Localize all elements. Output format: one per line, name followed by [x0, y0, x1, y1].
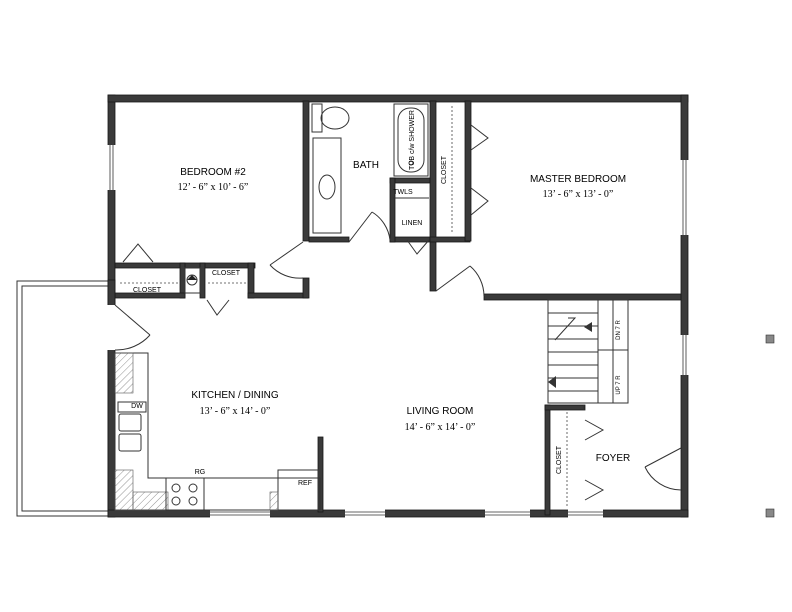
living-name: LIVING ROOM — [407, 406, 474, 417]
labels: BEDROOM #2 12’ - 6” x 10’ - 6” BATH TUB … — [131, 110, 630, 487]
dishwasher — [117, 401, 147, 413]
kitchen-name: KITCHEN / DINING — [191, 390, 278, 401]
stairs-down-label: DN 7 R — [616, 319, 622, 339]
bath-fixtures — [311, 103, 429, 234]
kitchen-size: 13’ - 6” x 14’ - 0” — [200, 406, 271, 417]
tub — [393, 103, 429, 177]
marker — [765, 508, 775, 518]
toilet-icon — [320, 106, 350, 130]
arrow-left-icon — [548, 376, 556, 388]
marker — [765, 334, 775, 344]
sink-icon — [118, 413, 142, 432]
range — [165, 477, 205, 511]
sink-icon — [118, 433, 142, 452]
bath-name: BATH — [353, 160, 379, 171]
doors — [114, 124, 682, 501]
fridge — [277, 469, 319, 511]
arrow-left-icon — [584, 322, 592, 332]
bedroom2-name: BEDROOM #2 — [180, 167, 246, 178]
interior-walls — [107, 100, 682, 516]
kitchen-counters — [114, 352, 321, 511]
stairs-up-label: UP 7 R — [616, 375, 622, 395]
dishwasher-label: DW — [131, 403, 143, 410]
tub-label: TUB c/w SHOWER — [409, 110, 416, 170]
linen-label: LINEN — [402, 220, 423, 227]
foyer-closet-label: CLOSET — [556, 445, 563, 474]
closet-rods — [120, 106, 568, 508]
master-name: MASTER BEDROOM — [530, 174, 626, 185]
water-heater — [184, 267, 201, 294]
foyer-name: FOYER — [596, 453, 630, 464]
master-closet-label: CLOSET — [441, 155, 448, 184]
master-size: 13’ - 6” x 13’ - 0” — [543, 189, 614, 200]
vanity — [312, 137, 342, 234]
windows — [107, 145, 689, 518]
living-size: 14’ - 6” x 14’ - 0” — [405, 422, 476, 433]
stairs — [547, 299, 629, 404]
bedroom2-size: 12’ - 6” x 10’ - 6” — [178, 182, 249, 193]
range-label: RG — [195, 469, 206, 476]
fridge-label: REF — [298, 480, 312, 487]
sink-icon — [318, 174, 336, 200]
bedroom2-closet-label: CLOSET — [133, 287, 162, 294]
deck — [16, 280, 110, 517]
towels-label: TWLS — [393, 189, 413, 196]
hall-closet-label: CLOSET — [212, 270, 241, 277]
